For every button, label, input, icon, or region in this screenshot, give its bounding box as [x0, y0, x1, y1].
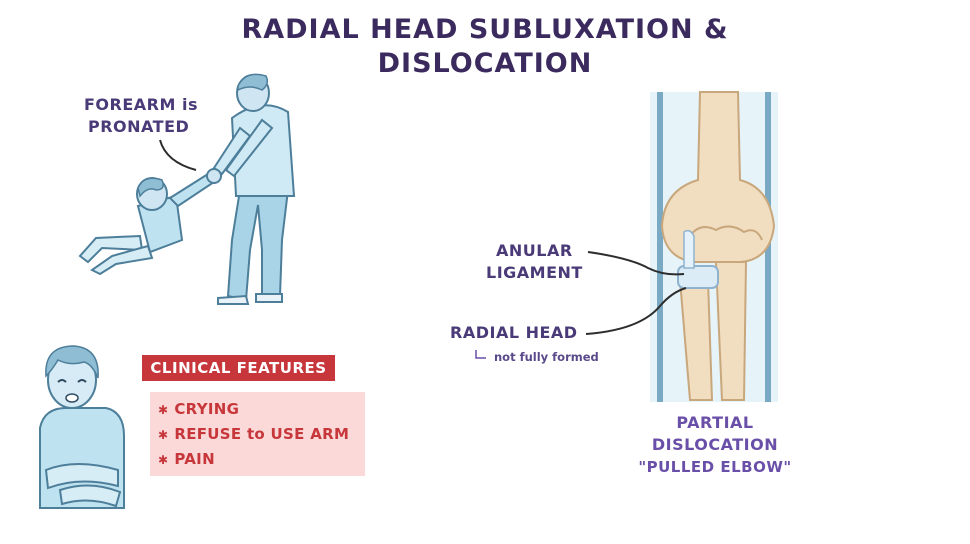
- anular-ligament-pointer: [587, 251, 685, 276]
- clinical-features-list: ✱CRYING ✱REFUSE to USE ARM ✱PAIN: [150, 392, 365, 476]
- crying-child-figure: [39, 345, 125, 509]
- anular-ligament-label-line2: LIGAMENT: [486, 263, 583, 282]
- asterisk-icon: ✱: [158, 403, 169, 417]
- clinical-features-header: CLINICAL FEATURES: [142, 355, 335, 381]
- feature-item: ✱CRYING: [158, 400, 240, 418]
- adult-figure: [212, 73, 296, 305]
- elbow-illustration: [650, 91, 778, 402]
- radial-head-label: RADIAL HEAD: [450, 323, 578, 342]
- caption-line1: PARTIAL: [676, 413, 754, 432]
- caption-line2: DISLOCATION: [651, 435, 779, 454]
- radial-head-note: not fully formed: [494, 350, 599, 364]
- forearm-label-line1: FOREARM is: [84, 95, 198, 114]
- forearm-label-line2: PRONATED: [88, 117, 190, 136]
- feature-item: ✱PAIN: [158, 450, 215, 468]
- swung-child-figure: [78, 168, 222, 276]
- radial-head-pointer: [585, 287, 687, 335]
- anular-ligament-label-line1: ANULAR: [496, 241, 573, 260]
- forearm-pointer: [159, 139, 197, 171]
- diagram-title-line1: RADIAL HEAD SUBLUXATION &: [241, 14, 729, 45]
- asterisk-icon: ✱: [158, 453, 169, 467]
- caption-line3: "PULLED ELBOW": [638, 458, 792, 476]
- feature-item: ✱REFUSE to USE ARM: [158, 425, 350, 443]
- radial-note-hook: [475, 350, 486, 359]
- asterisk-icon: ✱: [158, 428, 169, 442]
- diagram-title-line2: DISLOCATION: [377, 48, 593, 79]
